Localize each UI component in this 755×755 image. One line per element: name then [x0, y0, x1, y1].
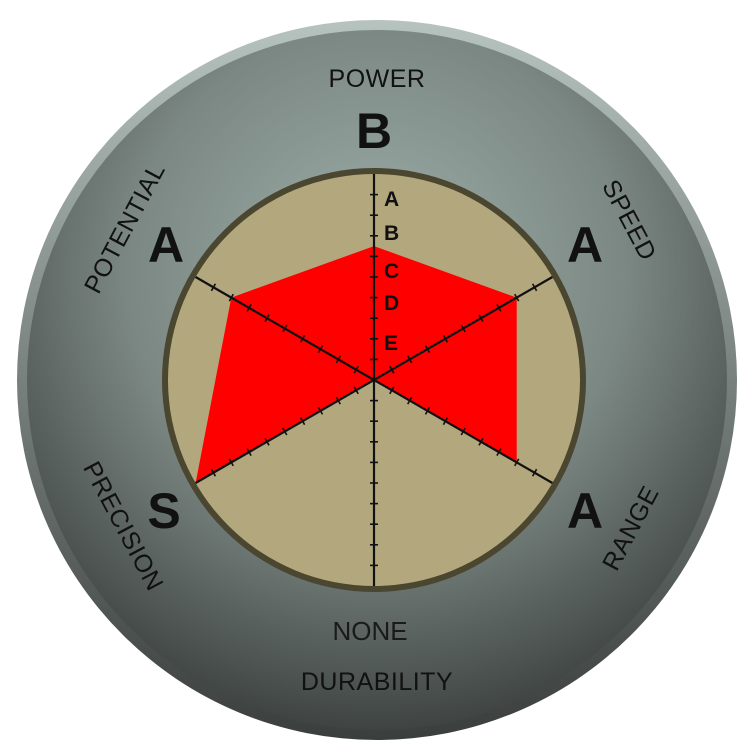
scale-letter-a: A	[384, 188, 399, 211]
axis-tick	[424, 407, 431, 415]
axis-tick	[407, 355, 413, 364]
axis-label-power: POWER	[329, 65, 426, 93]
scale-letter-c: C	[384, 260, 399, 283]
axis-tick	[514, 458, 520, 467]
grade-range: A	[567, 483, 603, 539]
scale-letter-d: D	[384, 292, 399, 315]
axis-tick	[442, 334, 449, 343]
axis-tick	[246, 448, 252, 456]
axis-tick	[317, 345, 324, 353]
grade-precision: S	[147, 483, 180, 539]
axis-tick	[496, 448, 502, 456]
axis-tick	[210, 283, 217, 292]
axis-tick	[228, 293, 234, 302]
axis-tick	[282, 324, 288, 333]
axis-tick	[531, 468, 538, 477]
scale-letter-e: E	[384, 332, 398, 355]
axis-tick	[531, 283, 538, 292]
axis-tick	[460, 324, 466, 333]
axis-tick	[407, 396, 413, 405]
axis-tick	[478, 314, 484, 323]
axis-tick	[264, 437, 270, 446]
grade-potential: A	[148, 217, 184, 273]
axis-tick	[264, 314, 270, 323]
axis-tick	[282, 427, 288, 436]
stat-polygon	[195, 246, 517, 483]
scale-letters: A B C D E	[384, 188, 399, 355]
axis-tick	[424, 345, 431, 353]
grade-speed: A	[567, 217, 603, 273]
axis-tick	[299, 334, 306, 343]
axis-tick	[460, 427, 466, 436]
axis-tick	[317, 407, 324, 415]
axis-tick	[514, 293, 520, 302]
axis-tick	[210, 468, 217, 477]
axis-label-durability: DURABILITY	[301, 668, 453, 696]
axis-tick	[389, 386, 395, 395]
axis-tick	[246, 304, 252, 312]
axis-tick	[442, 417, 449, 426]
axis-tick	[389, 365, 395, 374]
axis-lines	[195, 174, 553, 586]
axis-tick	[478, 437, 484, 446]
axis-tick	[228, 458, 234, 467]
axis-tick	[335, 396, 341, 405]
axis-tick	[299, 417, 306, 426]
axis-tick	[335, 355, 341, 364]
axis-tick	[353, 386, 359, 395]
axis-tick	[496, 304, 502, 312]
grade-durability: NONE	[332, 616, 407, 646]
axis-tick	[353, 365, 359, 374]
grade-power: B	[356, 103, 392, 159]
scale-letter-b: B	[384, 222, 399, 245]
